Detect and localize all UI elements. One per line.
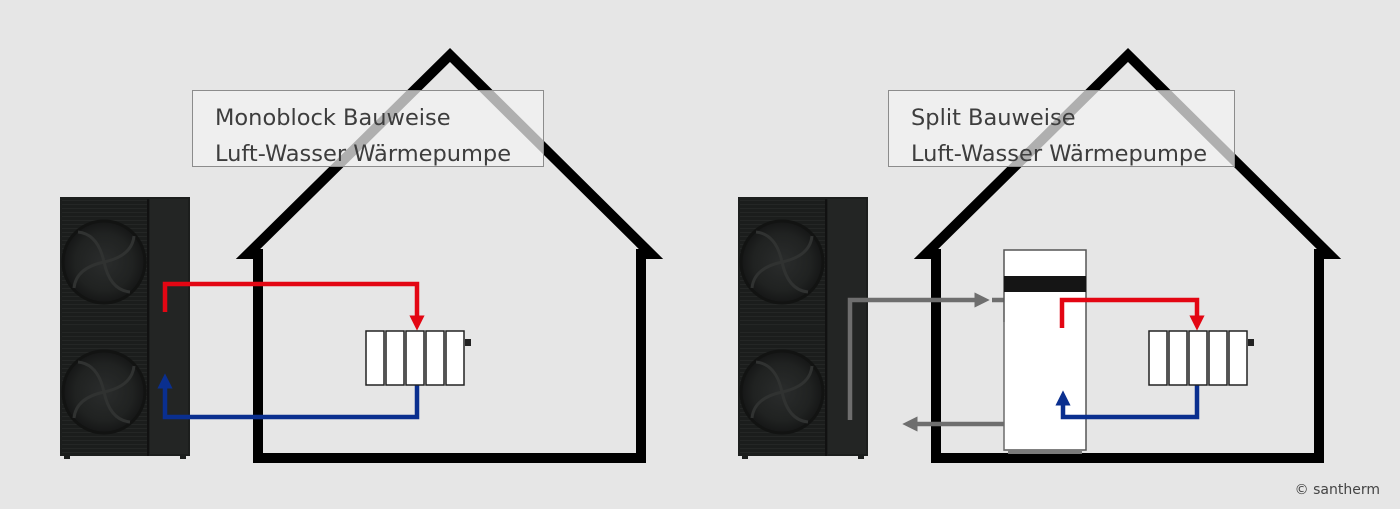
- split-title-line1: Split Bauweise: [911, 105, 1076, 131]
- fan-icon: [61, 349, 147, 435]
- monoblock-title-line2: Luft-Wasser Wärmepumpe: [215, 141, 512, 167]
- split-label: Split Bauweise Luft-Wasser Wärmepumpe: [888, 90, 1235, 167]
- heat-pump-unit-split: [738, 197, 868, 459]
- supply-line-split: [1059, 297, 1205, 331]
- radiator-icon: [365, 330, 471, 386]
- split-title-line2: Luft-Wasser Wärmepumpe: [911, 141, 1208, 167]
- fan-icon: [61, 219, 147, 305]
- house-outline-monoblock: [235, 47, 664, 463]
- monoblock-section: [60, 47, 664, 463]
- heat-pump-unit-monoblock: [60, 197, 190, 459]
- fan-icon: [739, 219, 825, 305]
- monoblock-label: Monoblock Bauweise Luft-Wasser Wärmepump…: [192, 90, 544, 167]
- refrigerant-line-outgoing: [847, 292, 990, 420]
- monoblock-title-line1: Monoblock Bauweise: [215, 105, 451, 131]
- copyright-notice: © santherm: [1294, 482, 1380, 498]
- indoor-unit: [1003, 249, 1087, 454]
- radiator-icon: [1148, 330, 1254, 386]
- fan-icon: [739, 349, 825, 435]
- supply-line-monoblock: [162, 281, 425, 331]
- return-line-monoblock: [157, 373, 420, 420]
- return-line-split: [1055, 385, 1200, 420]
